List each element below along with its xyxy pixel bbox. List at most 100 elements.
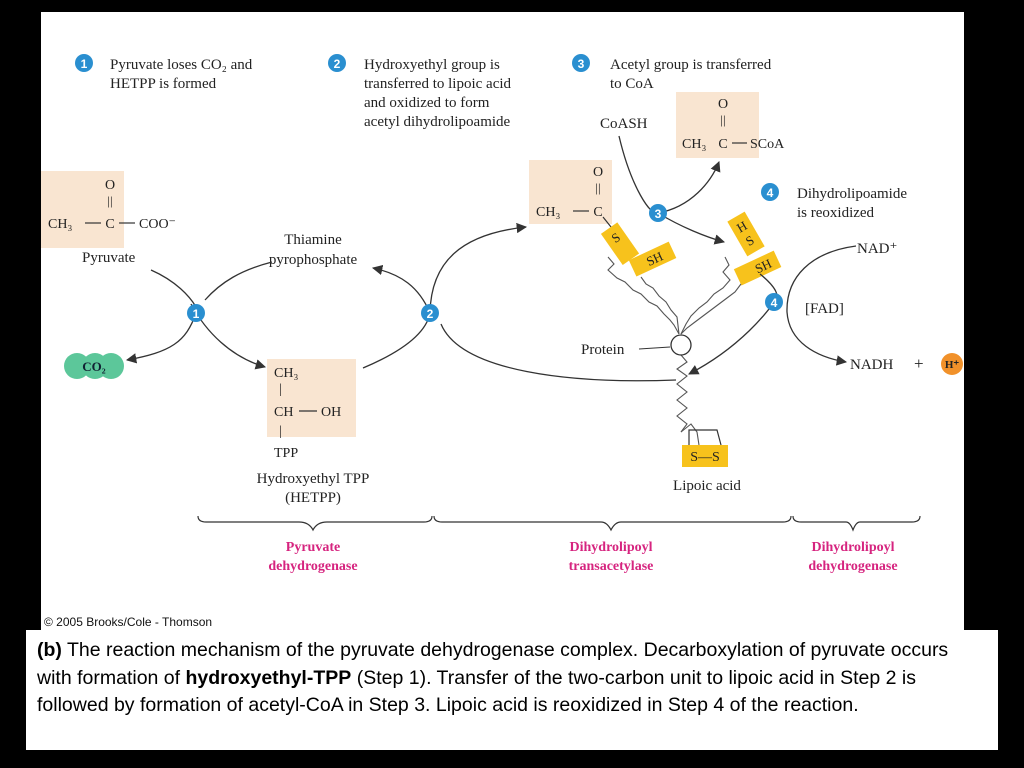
acetyl-lipoamide-ch3: CH₃ [536,205,560,220]
pyruvate-ch3: CH₃ [48,217,72,232]
enzyme-1-line-2: dehydrogenase [268,559,357,574]
pyruvate-oxygen: O [105,178,115,193]
h-plus-icon [941,353,963,375]
pyruvate-label: Pyruvate [82,250,136,266]
step-4-description: 4 Dihydrolipoamide is reoxidized [761,183,907,221]
acetyl-lipoamide-molecule: O || CH₃ C [529,160,612,224]
acetyl-lipoamide-box [529,160,612,224]
protein-label: Protein [581,342,625,358]
sulfur-tag-sh-1: SH [628,241,677,277]
step-1-arrow-marker-icon [187,304,205,322]
hetpp-tpp: TPP [274,446,298,461]
step-3-line-1: Acetyl group is transferred [610,57,772,73]
step-4-nad-arrow [786,245,857,366]
step-2-description: 2 Hydroxyethyl group is transferred to l… [328,54,512,130]
lipoyl-arm-left [607,256,680,335]
hetpp-oh: OH [321,405,341,420]
sulfur-tag-acetyl: S [600,222,640,266]
protein-leader-line [638,346,671,350]
h-plus-label: H⁺ [945,359,960,371]
co2-bubble-icon: CO₂ [64,353,124,379]
step-3-coash-in-arrow [618,135,659,214]
hetpp-ch: CH [274,405,293,420]
step-3-description: 3 Acetyl group is transferred to CoA [572,54,772,92]
step-1-line-2: HETPP is formed [110,76,217,92]
acetyl-lipoamide-oxygen: O [593,165,603,180]
step-3-acetylcoa-arrow [657,161,721,214]
step-2-arrow-number: 2 [427,307,434,321]
lipoyl-arm-right [680,256,731,335]
acetyl-coa-oxygen: O [718,97,728,112]
step-3-arrow-marker-icon [649,204,667,222]
coash-label: CoASH [600,116,648,132]
lipoic-ring-box [682,445,728,467]
step-1-line-1: Pyruvate loses CO₂ and [110,57,253,73]
step-1-description: 1 Pyruvate loses CO₂ and HETPP is formed [75,54,253,92]
protein-node-icon [670,334,692,356]
step-3-dihydro-arrow [657,212,726,245]
pyruvate-molecule: O || CH₃ C COO⁻ Pyruvate [41,171,176,266]
tpp-label-line-2: pyrophosphate [269,252,358,268]
diagram-svg: 1 Pyruvate loses CO₂ and HETPP is formed… [41,54,963,574]
step-2-marker-icon [328,54,346,72]
step-2-number: 2 [334,57,341,71]
step-2-line-3: and oxidized to form [364,95,490,111]
enzyme-1-line-1: Pyruvate [286,540,340,555]
step-2-arrow-marker-icon [421,304,439,322]
acetyl-coa-molecule: O || CH₃ C SCoA [676,92,785,158]
acetyl-coa-ch3: CH₃ [682,137,706,152]
step-4-reoxidize-arrow [688,273,778,375]
caption-text-2: (Step 1). Transfer of the two-carbon uni… [37,666,916,717]
enzyme-3-line-1: Dihydrolipoyl [812,540,895,555]
step-4-number: 4 [767,186,774,200]
nadh-label: NADH [850,357,893,373]
lipoyl-arm-bottom [676,354,688,433]
acetyl-coa-carbon: C [718,137,727,152]
step-4-marker-icon [761,183,779,201]
hetpp-bond-1: | [279,382,282,397]
hetpp-ch3: CH₃ [274,366,298,381]
enzyme-3-line-2: dehydrogenase [808,559,897,574]
tpp-label-line-1: Thiamine [284,232,342,248]
caption-bold-term: hydroxyethyl-TPP [185,666,352,689]
step-1-tpp-in-arrow [204,261,273,301]
hetpp-label-line-2: (HETPP) [285,490,341,506]
nad-plus-label: NAD⁺ [857,241,897,257]
caption-label: (b) [37,639,62,661]
caption-text-1: The reaction mechanism of the pyruvate d… [37,639,949,689]
enzyme-bracket-1: Pyruvate dehydrogenase [197,515,433,574]
enzyme-bracket-2: Dihydrolipoyl transacetylase [433,515,792,574]
step-2-acetyl-arrow [429,222,528,314]
pyruvate-carboxylate: COO⁻ [139,217,176,232]
enzyme-bracket-3: Dihydrolipoyl dehydrogenase [792,515,921,574]
step-2-line-4: acetyl dihydrolipoamide [364,114,511,130]
hetpp-label-line-1: Hydroxyethyl TPP [257,471,370,487]
step-3-marker-icon [572,54,590,72]
enzyme-2-line-2: transacetylase [569,559,654,574]
step-2-lipoamide-in-arrow [440,323,677,382]
acetyl-coa-scoa: SCoA [750,137,785,152]
step-4-arrow-number: 4 [771,296,778,310]
step-2-line-2: transferred to lipoic acid [364,76,512,92]
step-1-marker-icon [75,54,93,72]
lipoic-acid-label: Lipoic acid [673,478,741,494]
pyruvate-box [41,171,124,248]
step-3-number: 3 [578,57,585,71]
step-4-line-1: Dihydrolipoamide [797,186,907,202]
copyright-notice: © 2005 Brooks/Cole - Thomson [44,615,213,629]
fad-label: [FAD] [805,301,844,317]
lipoic-acid-molecule: S—S Lipoic acid [673,423,741,494]
step-3-line-2: to CoA [610,76,654,92]
figure-panel: 1 Pyruvate loses CO₂ and HETPP is formed… [41,12,964,630]
step-2-line-1: Hydroxyethyl group is [364,57,500,73]
acetyl-lipoamide-carbon: C [593,205,602,220]
figure-caption: (b) The reaction mechanism of the pyruva… [26,630,998,750]
step-2-tpp-release-arrow [371,264,431,314]
acetyl-lipoamide-double-bond: || [595,180,600,195]
sulfur-tag-hs: H S [727,211,765,257]
sulfur-sh-label-1: SH [644,248,665,269]
hetpp-box [267,359,356,437]
acetyl-coa-double-bond: || [720,112,725,127]
sulfur-sh-label-2: SH [753,256,774,277]
step-3-arrow-number: 3 [655,207,662,221]
